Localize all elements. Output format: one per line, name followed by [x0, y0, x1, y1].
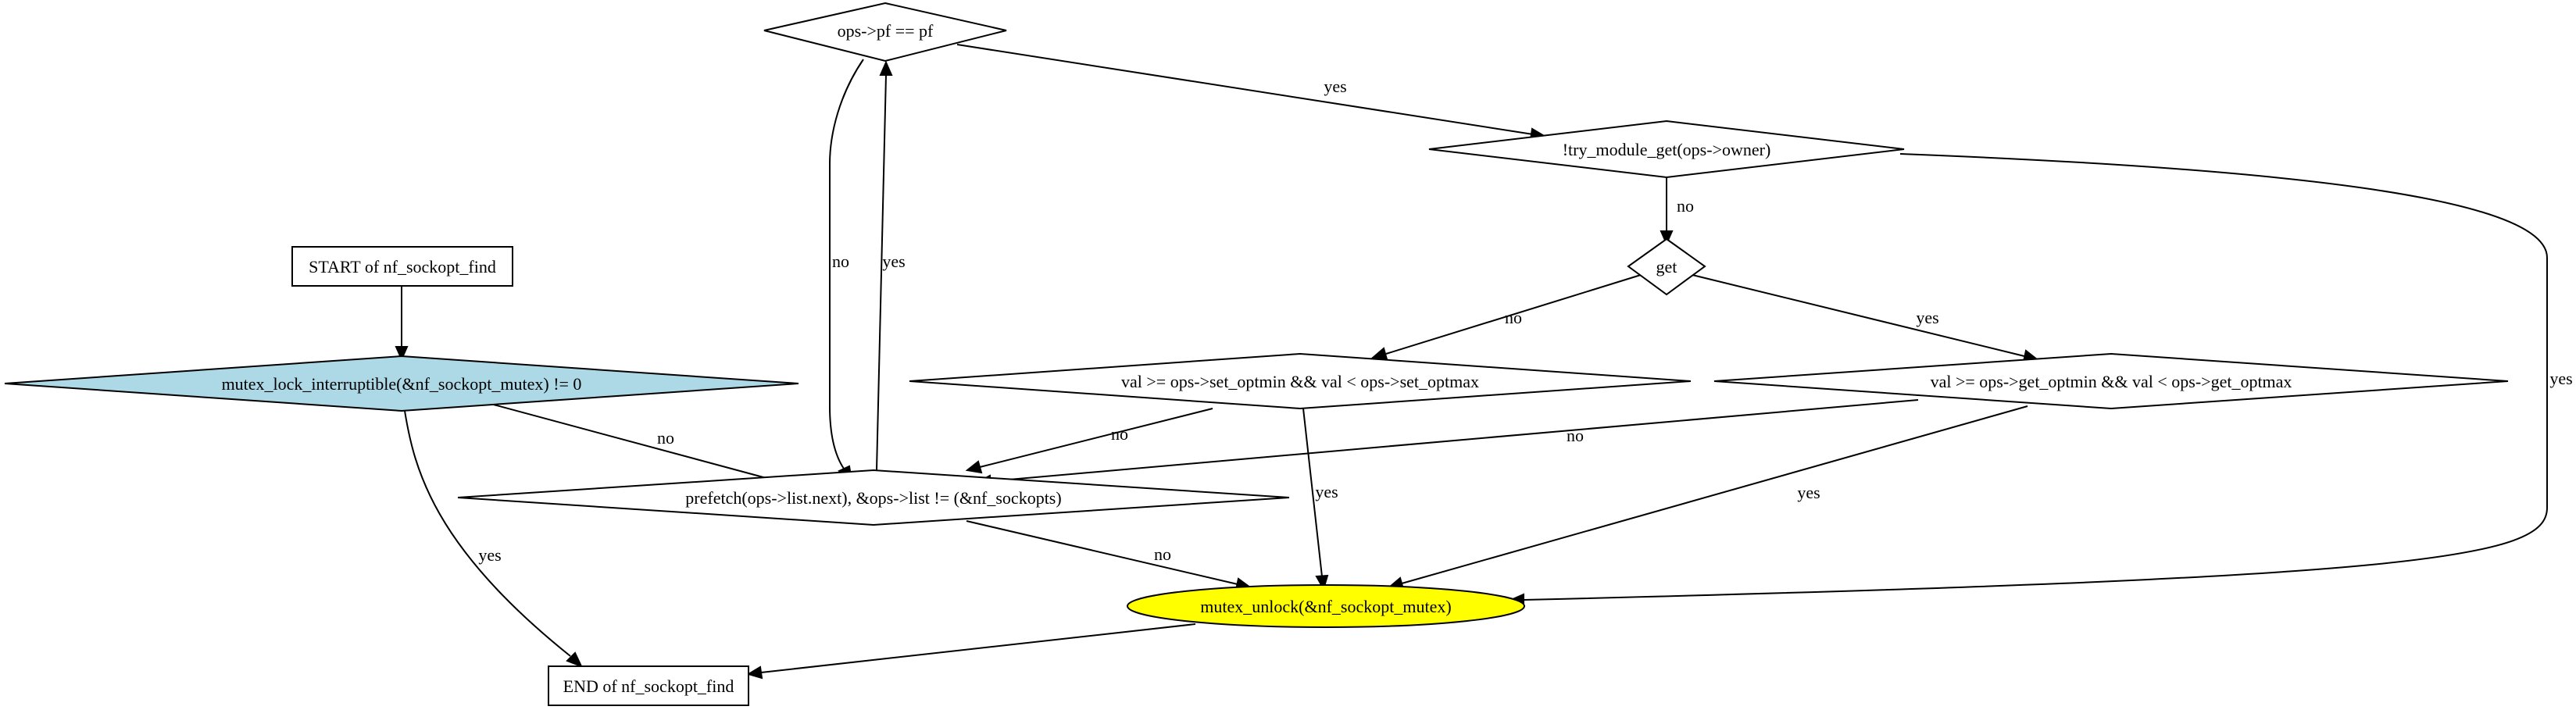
edge-label-getrange-unlock: yes	[1797, 483, 1820, 502]
node-try-module[interactable]: !try_module_get(ops->owner)	[1428, 120, 1905, 179]
edge-label-lock-end: yes	[478, 545, 501, 565]
edge-pf-try: yes	[956, 44, 1548, 141]
edge-start-lock	[395, 286, 409, 362]
edge-label-getrange-prefetch: no	[1567, 426, 1584, 445]
node-lock-shape	[4, 355, 799, 412]
edge-label-get-set: no	[1505, 308, 1522, 327]
edge-label-set-unlock: yes	[1315, 482, 1338, 501]
edge-label-pf-prefetch: no	[832, 252, 849, 271]
node-set-range-shape	[909, 352, 1692, 410]
edge-label-get-getrange: yes	[1916, 308, 1938, 327]
edge-unlock-end	[746, 623, 1196, 680]
node-lock[interactable]: mutex_lock_interruptible(&nf_sockopt_mut…	[4, 355, 799, 412]
edge-label-set-prefetch: no	[1111, 424, 1128, 444]
edges: no yes yes no yes no	[395, 44, 2573, 680]
edge-label-try-get: no	[1677, 196, 1694, 216]
node-unlock-label: mutex_unlock(&nf_sockopt_mutex)	[1200, 597, 1451, 616]
node-set-range-label: val >= ops->set_optmin && val < ops->set…	[1121, 372, 1479, 391]
edge-get-set: no	[1370, 274, 1642, 361]
edge-prefetch-pf: yes	[876, 60, 906, 471]
node-get-range-shape	[1713, 352, 2509, 410]
edge-label-prefetch-unlock: no	[1154, 544, 1171, 564]
edge-set-unlock: yes	[1302, 408, 1338, 591]
edge-try-get: no	[1660, 177, 1694, 246]
node-start-box	[291, 246, 513, 287]
node-set-range[interactable]: val >= ops->set_optmin && val < ops->set…	[909, 352, 1692, 410]
node-prefetch-shape	[457, 469, 1290, 526]
node-unlock-shape	[1127, 584, 1525, 628]
node-get[interactable]: get	[1627, 237, 1706, 296]
node-pf-check-shape	[763, 2, 1007, 62]
edge-getrange-unlock: yes	[1387, 405, 2028, 590]
node-try-module-shape	[1428, 120, 1905, 179]
node-pf-check[interactable]: ops->pf == pf	[763, 2, 1007, 62]
edge-set-prefetch: no	[965, 408, 1213, 474]
node-prefetch-label: prefetch(ops->list.next), &ops->list != …	[685, 488, 1061, 508]
node-start-label: START of nf_sockopt_find	[309, 257, 496, 277]
edge-prefetch-unlock: no	[966, 520, 1252, 591]
node-unlock[interactable]: mutex_unlock(&nf_sockopt_mutex)	[1127, 584, 1525, 628]
node-pf-check-label: ops->pf == pf	[838, 21, 934, 41]
node-lock-label: mutex_lock_interruptible(&nf_sockopt_mut…	[222, 374, 582, 394]
edge-pf-prefetch: no	[829, 59, 864, 483]
node-try-module-label: !try_module_get(ops->owner)	[1563, 140, 1771, 159]
edge-label-try-unlock: yes	[2549, 369, 2572, 388]
node-get-shape	[1627, 237, 1706, 296]
node-prefetch[interactable]: prefetch(ops->list.next), &ops->list != …	[457, 469, 1290, 526]
edge-label-lock-prefetch: no	[657, 428, 674, 448]
edge-label-pf-try: yes	[1324, 77, 1346, 96]
node-end[interactable]: END of nf_sockopt_find	[548, 665, 749, 706]
node-get-range-label: val >= ops->get_optmin && val < ops->get…	[1931, 372, 2292, 391]
node-start[interactable]: START of nf_sockopt_find	[291, 246, 513, 287]
node-end-box	[548, 665, 749, 706]
edge-label-prefetch-pf: yes	[882, 252, 905, 271]
edge-lock-end: yes	[404, 410, 583, 668]
edge-get-getrange: yes	[1692, 274, 2039, 363]
node-get-range[interactable]: val >= ops->get_optmin && val < ops->get…	[1713, 352, 2509, 410]
nodes: START of nf_sockopt_find mutex_lock_inte…	[4, 2, 2509, 706]
node-end-label: END of nf_sockopt_find	[563, 676, 734, 696]
node-get-label: get	[1656, 257, 1677, 277]
